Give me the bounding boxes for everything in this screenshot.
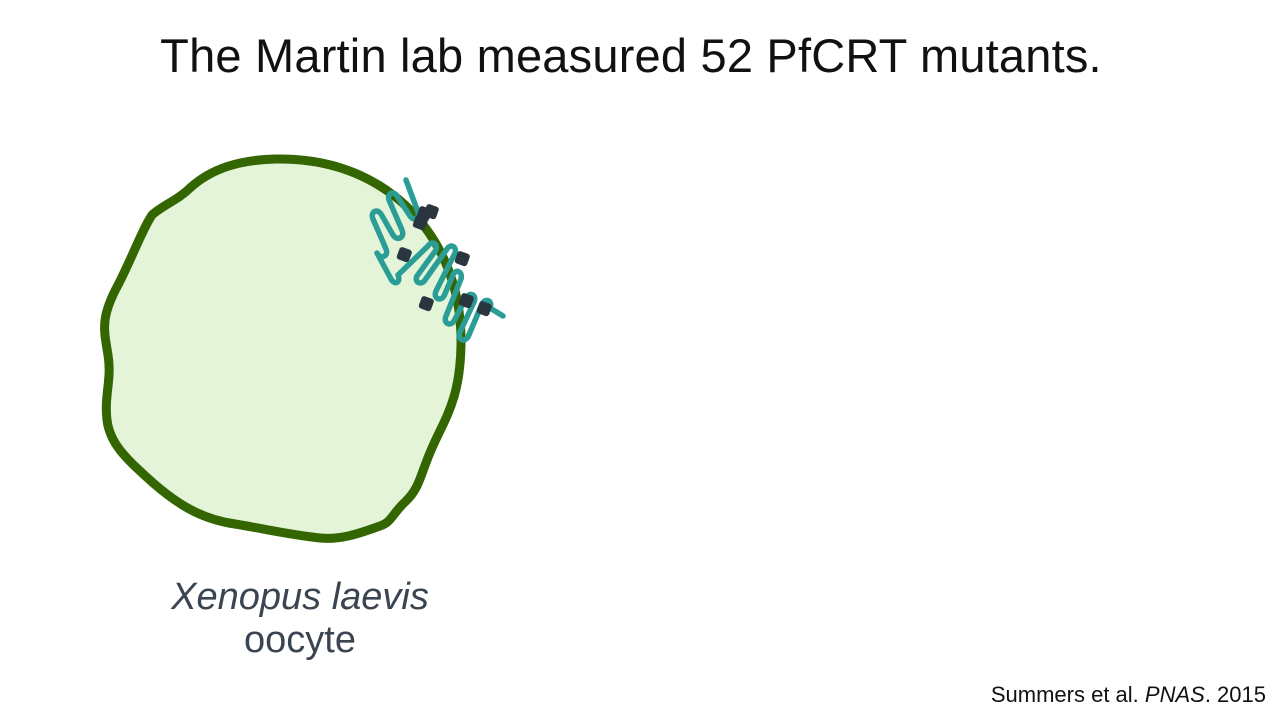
species-label: Xenopus laevis xyxy=(171,576,429,618)
mutation-markers xyxy=(396,204,492,317)
mutation-marker xyxy=(396,247,412,263)
oocyte-label: Xenopus laevis oocyte xyxy=(150,576,450,662)
mutation-marker xyxy=(423,204,439,220)
pfcrt-transporter-icon xyxy=(369,177,506,343)
citation: Summers et al. PNAS. 2015 xyxy=(991,682,1266,708)
slide-title: The Martin lab measured 52 PfCRT mutants… xyxy=(160,29,1102,82)
mutation-marker xyxy=(412,215,428,231)
mutation-marker xyxy=(418,296,434,312)
mutation-marker xyxy=(458,293,474,309)
citation-journal: PNAS xyxy=(1144,682,1205,707)
cell-type-label: oocyte xyxy=(244,619,356,661)
mutation-marker xyxy=(476,301,492,317)
oocyte-cell xyxy=(100,154,466,543)
citation-year: . 2015 xyxy=(1204,682,1266,707)
mutation-marker xyxy=(454,251,470,267)
pfcrt-helix-chain xyxy=(369,177,506,343)
citation-authors: Summers et al. xyxy=(990,682,1145,707)
